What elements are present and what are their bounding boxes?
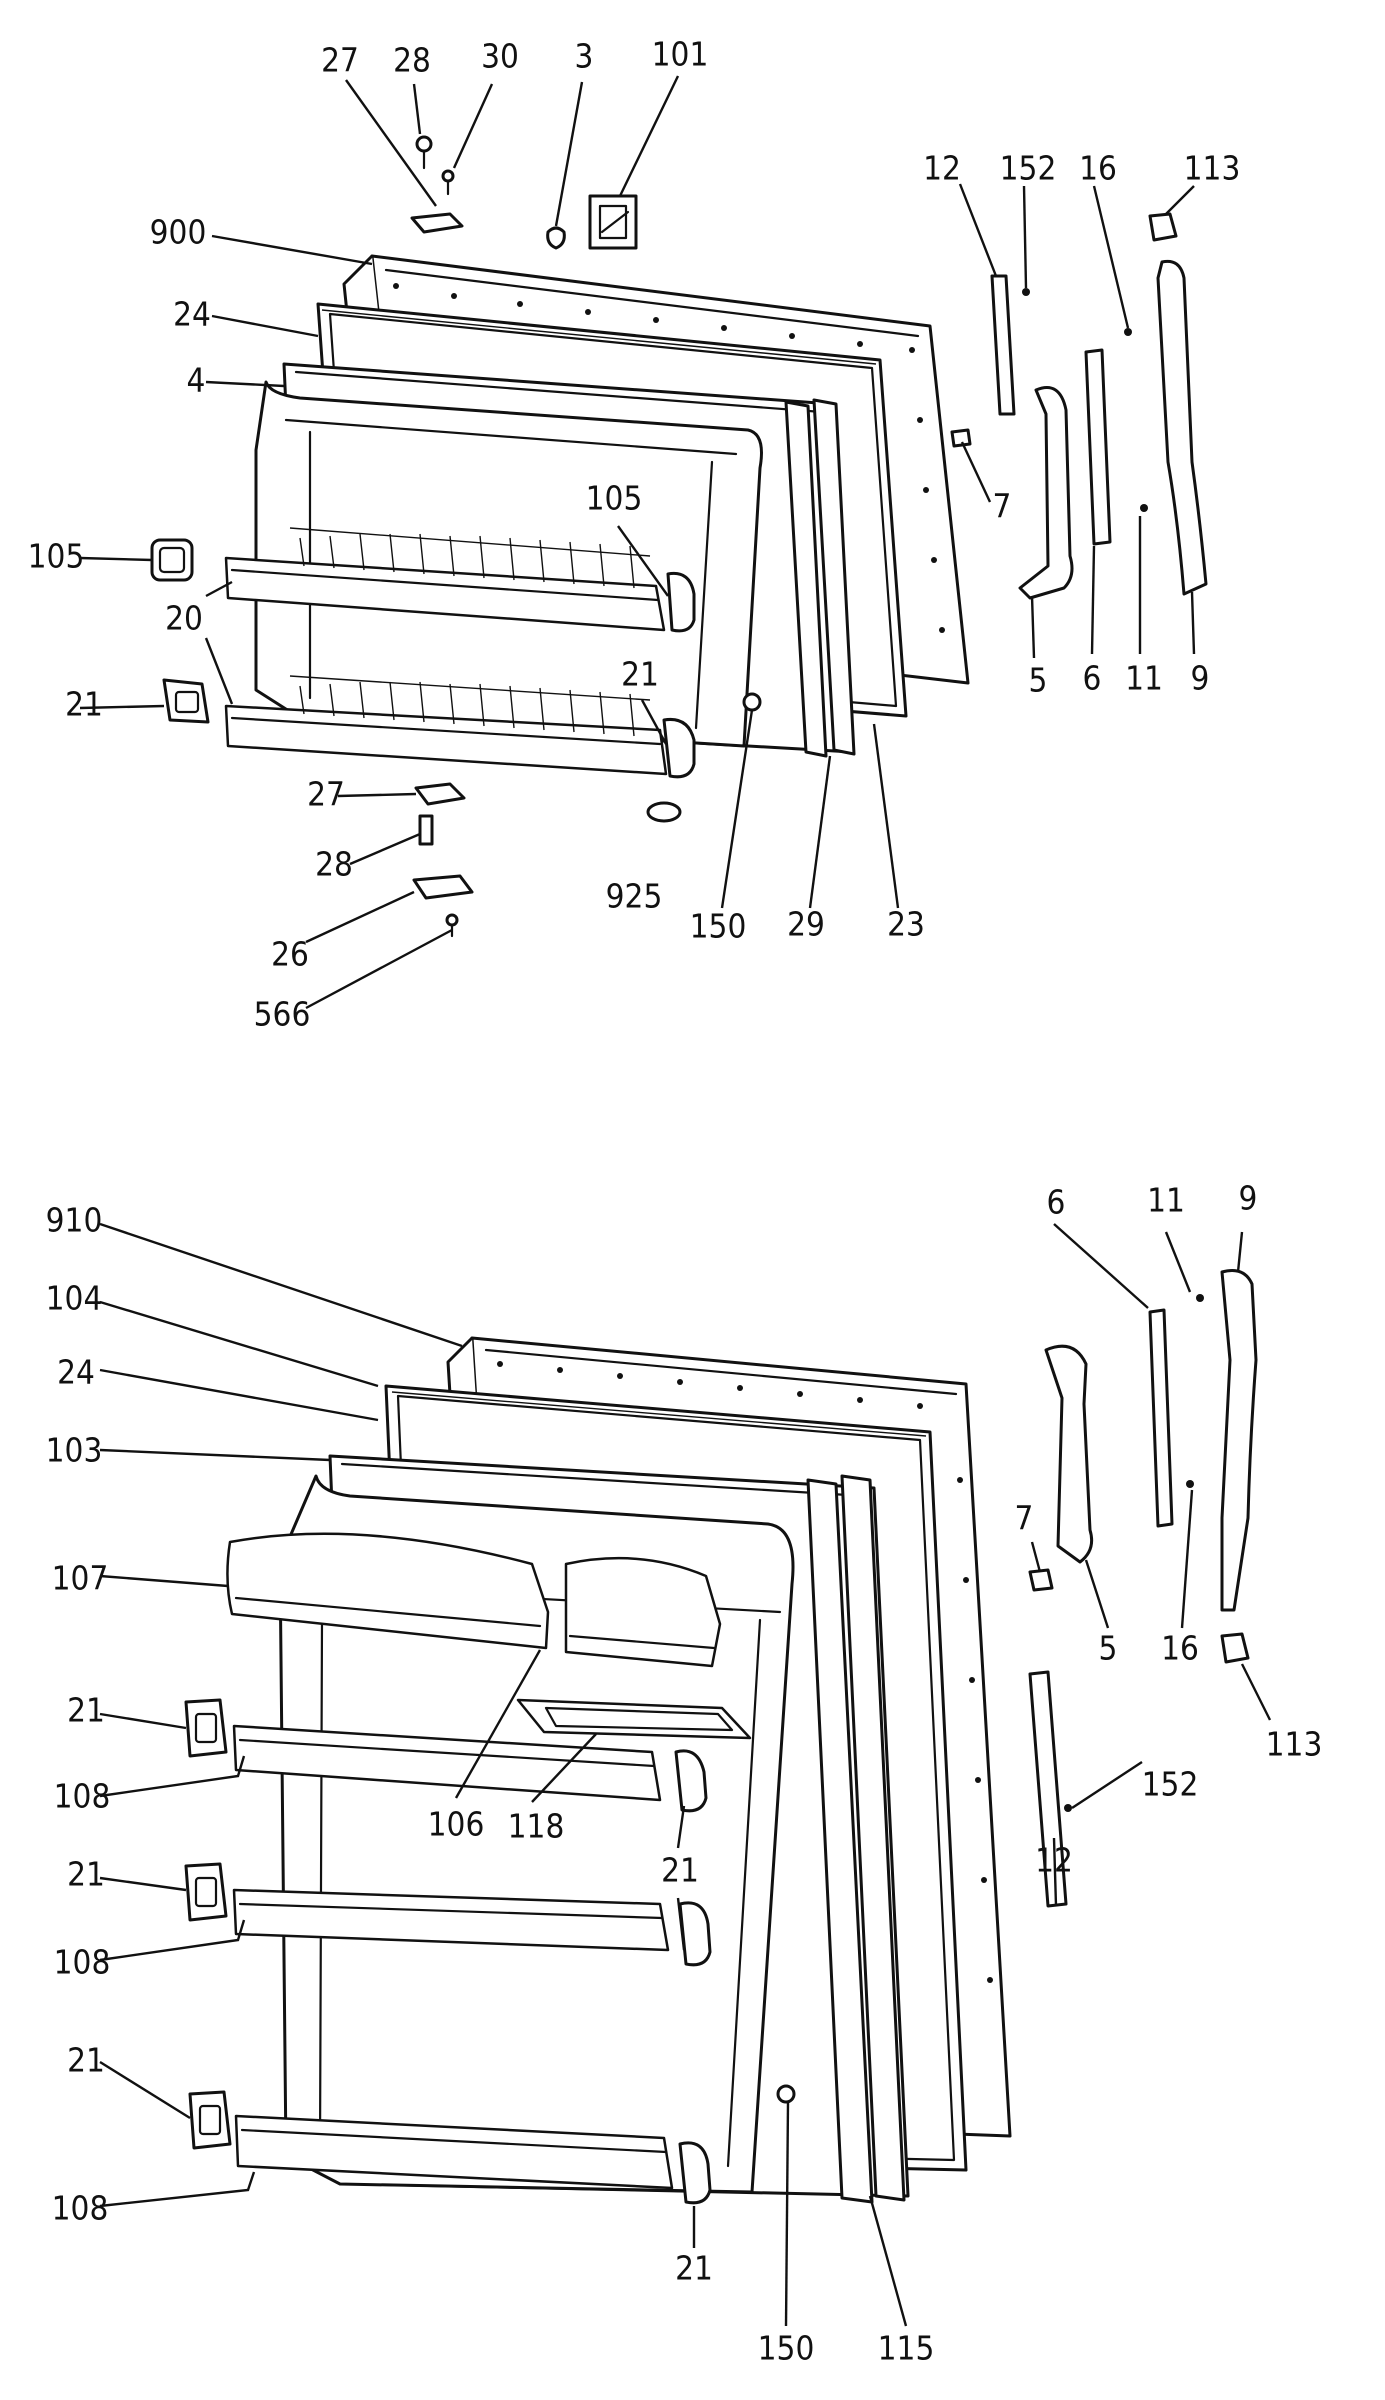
label-27-bottom: 27: [307, 775, 345, 814]
label-3: 3: [575, 37, 594, 76]
label-24-bottom: 24: [57, 1353, 95, 1392]
label-925: 925: [606, 877, 663, 916]
label-5-bottom: 5: [1099, 1629, 1118, 1668]
top-labels: 27 28 30 3 101 900 24 4 105 20 21 105 21…: [28, 35, 1241, 1034]
label-104: 104: [46, 1279, 103, 1318]
label-103: 103: [46, 1431, 103, 1470]
label-150-top: 150: [690, 907, 747, 946]
label-118: 118: [508, 1807, 565, 1846]
label-28-top: 28: [393, 41, 431, 80]
label-6-bottom: 6: [1047, 1183, 1066, 1222]
label-152-top: 152: [1000, 149, 1057, 188]
label-21-left-1: 21: [67, 1691, 105, 1730]
label-113-bottom: 113: [1266, 1725, 1323, 1764]
label-101: 101: [652, 35, 709, 74]
label-27-top: 27: [321, 41, 359, 80]
label-108-2: 108: [54, 1943, 111, 1982]
label-28-bottom: 28: [315, 845, 353, 884]
label-26: 26: [271, 935, 309, 974]
label-108-3: 108: [52, 2189, 109, 2228]
label-6-top: 6: [1083, 659, 1102, 698]
label-11-bottom: 11: [1147, 1181, 1185, 1220]
label-910: 910: [46, 1201, 103, 1240]
label-106: 106: [428, 1805, 485, 1844]
label-152-bottom: 152: [1142, 1765, 1199, 1804]
label-107: 107: [52, 1559, 109, 1598]
label-7-top: 7: [993, 487, 1012, 526]
label-105-right: 105: [586, 479, 643, 518]
label-4: 4: [187, 361, 206, 400]
label-105-left: 105: [28, 537, 85, 576]
label-21-right-top: 21: [621, 655, 659, 694]
label-900: 900: [150, 213, 207, 252]
leader-lines: [79, 75, 1272, 2327]
label-113-top: 113: [1184, 149, 1241, 188]
bottom-labels: 910 104 24 103 107 21 108 21 108 21 108 …: [46, 1179, 1323, 2368]
bottom-assembly: [184, 1269, 1258, 2205]
label-29: 29: [787, 905, 825, 944]
label-12-top: 12: [923, 149, 961, 188]
label-24-top: 24: [173, 295, 211, 334]
label-21-bottom: 21: [675, 2249, 713, 2288]
label-21-left-3: 21: [67, 2041, 105, 2080]
label-150-bottom: 150: [758, 2329, 815, 2368]
top-assembly: [150, 135, 1208, 938]
label-11-top: 11: [1125, 659, 1163, 698]
label-566: 566: [254, 995, 311, 1034]
label-21-left-2: 21: [67, 1855, 105, 1894]
label-30: 30: [481, 37, 519, 76]
label-12-bottom: 12: [1035, 1841, 1073, 1880]
label-9-top: 9: [1191, 659, 1210, 698]
label-20: 20: [165, 599, 203, 638]
label-5-top: 5: [1029, 661, 1048, 700]
label-7-bottom: 7: [1015, 1499, 1034, 1538]
label-21-mid-1: 21: [661, 1851, 699, 1890]
label-21-left-top: 21: [65, 685, 103, 724]
label-16-top: 16: [1079, 149, 1117, 188]
label-23: 23: [887, 905, 925, 944]
label-108-1: 108: [54, 1777, 111, 1816]
label-115: 115: [878, 2329, 935, 2368]
label-16-bottom: 16: [1161, 1629, 1199, 1668]
label-9-bottom: 9: [1239, 1179, 1258, 1218]
